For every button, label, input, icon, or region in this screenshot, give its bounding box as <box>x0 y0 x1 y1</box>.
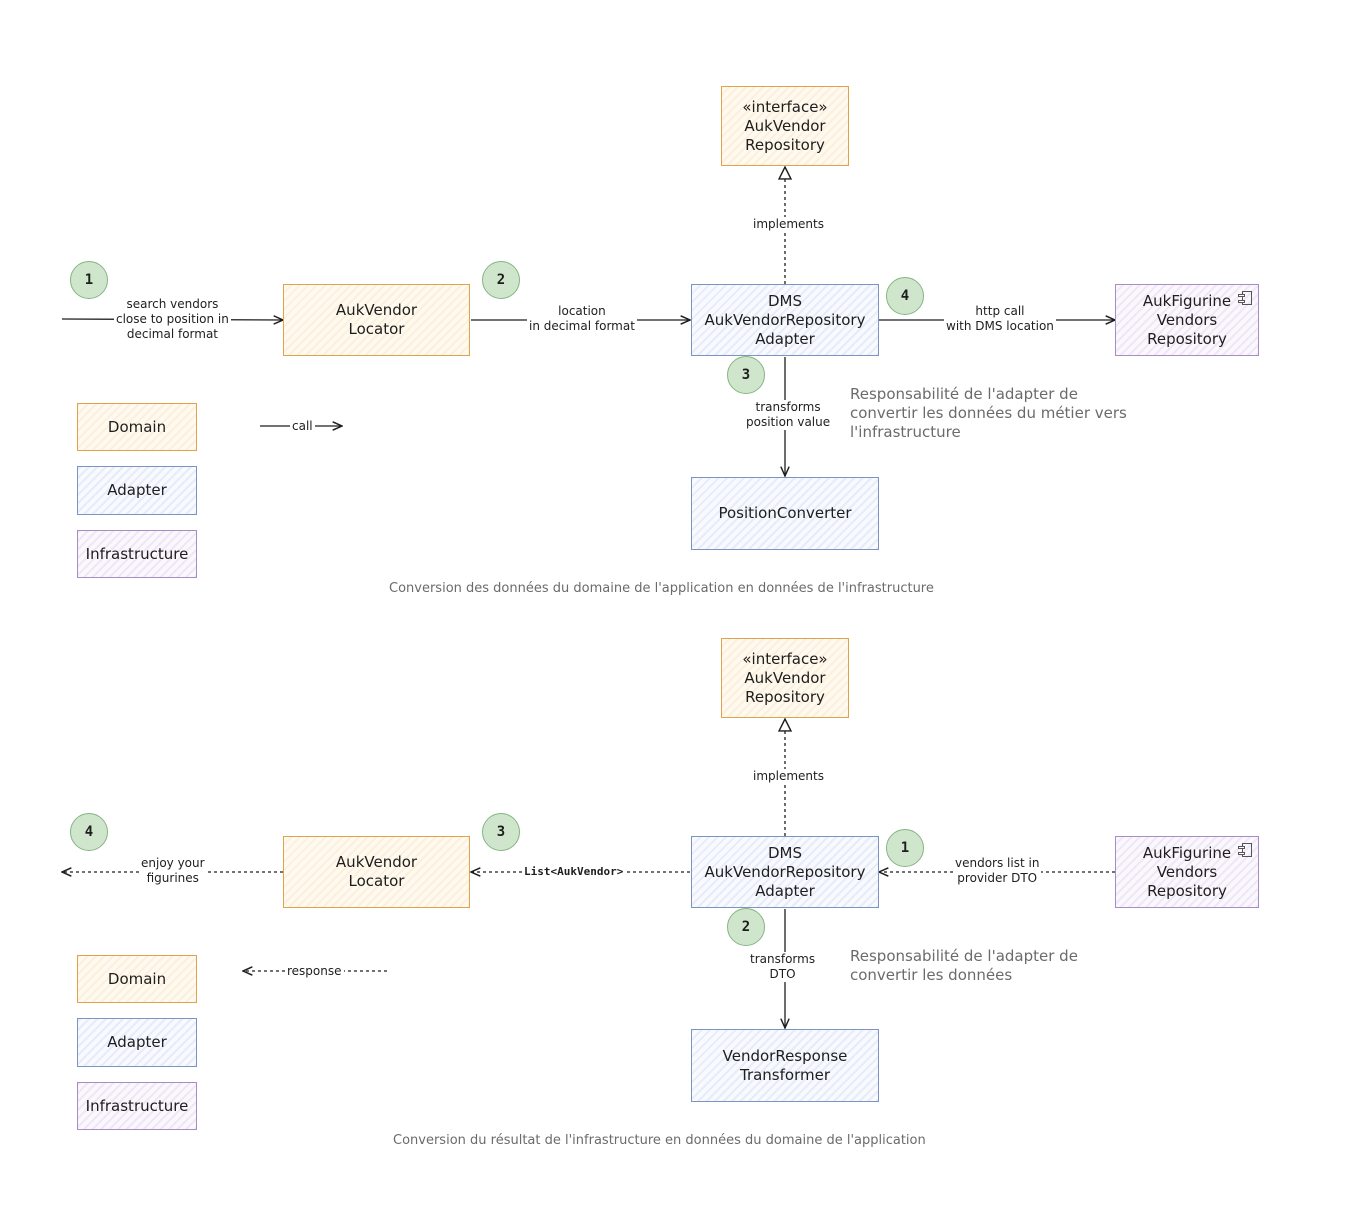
step-badge-1-top: 1 <box>70 261 108 299</box>
locator-box-bottom: AukVendor Locator <box>283 836 470 908</box>
step-badge-3-bottom: 3 <box>482 813 520 851</box>
infra-box-bottom: AukFigurine Vendors Repository <box>1115 836 1259 908</box>
implements-label-top: implements <box>751 217 826 232</box>
caption-bottom: Conversion du résultat de l'infrastructu… <box>393 1133 926 1148</box>
legend-domain-top: Domain <box>77 403 197 451</box>
legend-infrastructure-top: Infrastructure <box>77 530 197 578</box>
component-icon <box>1238 291 1252 305</box>
vendors-label-bottom: vendors list in provider DTO <box>953 856 1042 886</box>
component-icon <box>1238 843 1252 857</box>
legend-call-label: call <box>290 419 315 434</box>
interface-box-bottom: «interface» AukVendor Repository <box>721 638 849 718</box>
adapter-box-top: DMS AukVendorRepository Adapter <box>691 284 879 356</box>
locator-box-top: AukVendor Locator <box>283 284 470 356</box>
enjoy-label-bottom: enjoy your figurines <box>139 856 207 886</box>
step-badge-1-bottom: 1 <box>886 829 924 867</box>
caption-top: Conversion des données du domaine de l'a… <box>389 581 934 596</box>
list-label-bottom: List<AukVendor> <box>522 864 626 879</box>
transformer-box-bottom: VendorResponse Transformer <box>691 1029 879 1102</box>
transforms-label-top: transforms position value <box>744 400 833 430</box>
infra-box-top: AukFigurine Vendors Repository <box>1115 284 1259 356</box>
legend-domain-bottom: Domain <box>77 955 197 1003</box>
transforms-label-bottom: transforms DTO <box>748 952 818 982</box>
http-label-top: http call with DMS location <box>944 304 1056 334</box>
converter-box-top: PositionConverter <box>691 477 879 550</box>
legend-adapter-top: Adapter <box>77 466 197 515</box>
search-label-top: search vendors close to position in deci… <box>114 297 231 342</box>
step-badge-2-top: 2 <box>482 261 520 299</box>
legend-response-label: response <box>285 964 344 979</box>
step-badge-4-top: 4 <box>886 277 924 315</box>
interface-box-top: «interface» AukVendor Repository <box>721 86 849 166</box>
adapter-note-top: Responsabilité de l'adapter de convertir… <box>850 385 1127 441</box>
legend-infrastructure-bottom: Infrastructure <box>77 1082 197 1130</box>
step-badge-4-bottom: 4 <box>70 813 108 851</box>
adapter-box-bottom: DMS AukVendorRepository Adapter <box>691 836 879 908</box>
legend-adapter-bottom: Adapter <box>77 1018 197 1067</box>
step-badge-3-top: 3 <box>727 356 765 394</box>
location-label-top: location in decimal format <box>527 304 637 334</box>
step-badge-2-bottom: 2 <box>727 908 765 946</box>
adapter-note-bottom: Responsabilité de l'adapter de convertir… <box>850 947 1078 984</box>
implements-label-bottom: implements <box>751 769 826 784</box>
